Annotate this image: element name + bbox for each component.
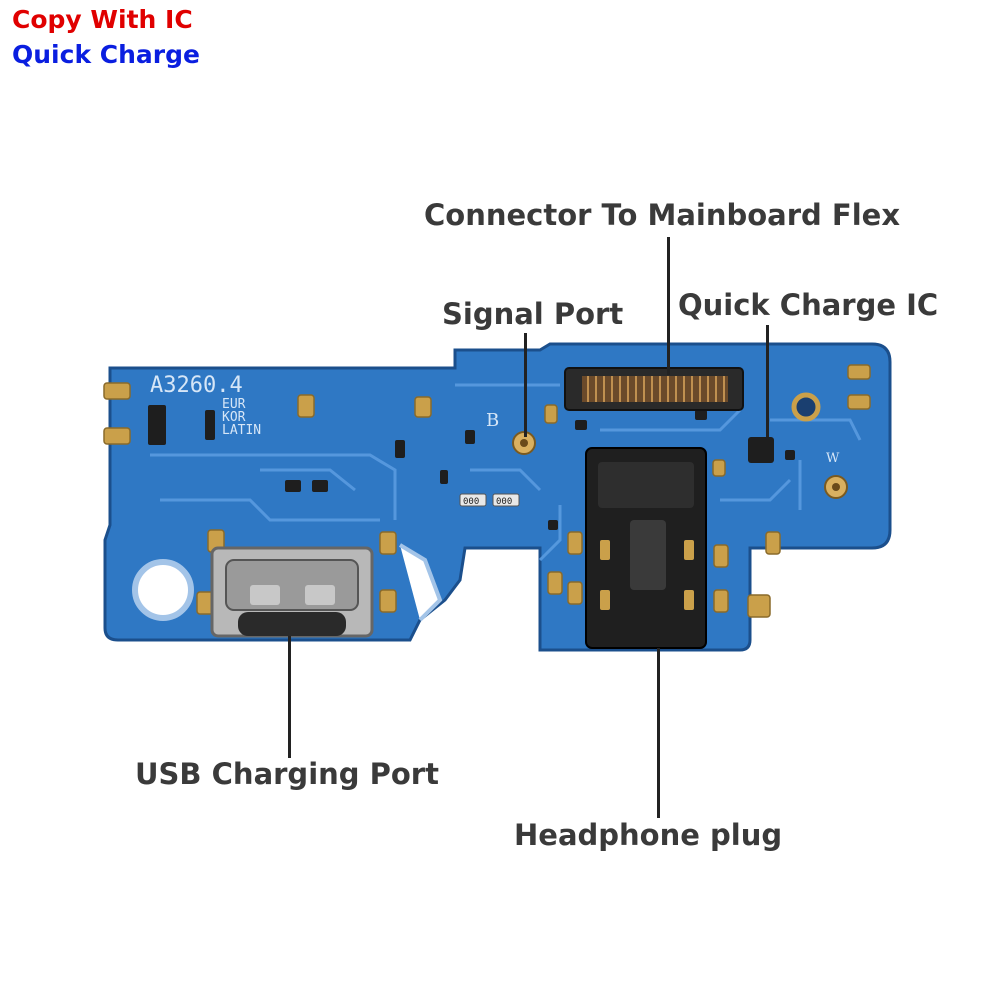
usb-leader-line	[288, 636, 291, 758]
board-model-text: A3260.4	[150, 373, 243, 398]
mainboard-flex-connector	[564, 367, 744, 411]
smd-components	[148, 405, 795, 530]
region-eur: EUR	[222, 397, 246, 412]
antenna-port-w	[824, 475, 848, 499]
qc-ic-leader-line	[766, 325, 769, 437]
quick-charge-ic-label: Quick Charge IC	[678, 288, 939, 322]
resistor-label-2: 000	[496, 497, 512, 507]
headphone-plug-label: Headphone plug	[514, 818, 783, 852]
region-kor: KOR	[222, 410, 246, 425]
headphone-jack	[585, 447, 707, 649]
headphone-leader-line	[657, 648, 660, 818]
mark-w: W	[826, 451, 840, 466]
mount-hole-right	[791, 392, 821, 422]
pcb-traces	[150, 383, 862, 562]
resistors	[459, 493, 520, 507]
gold-pads	[103, 364, 871, 618]
usb-c-port	[210, 546, 374, 638]
copy-with-ic-badge: Copy With IC	[12, 5, 193, 34]
mount-hole-left	[132, 559, 194, 621]
connector-label: Connector To Mainboard Flex	[424, 198, 901, 232]
quick-charge-badge: Quick Charge	[12, 40, 200, 69]
region-latin: LATIN	[222, 423, 261, 438]
quick-charge-ic-chip	[748, 437, 774, 463]
connector-leader-line	[667, 237, 670, 375]
signal-port-label: Signal Port	[442, 297, 624, 331]
usb-charging-port-label: USB Charging Port	[135, 757, 439, 791]
signal-leader-line	[524, 333, 527, 437]
resistor-label-1: 000	[463, 497, 479, 507]
mark-b: B	[486, 410, 499, 431]
